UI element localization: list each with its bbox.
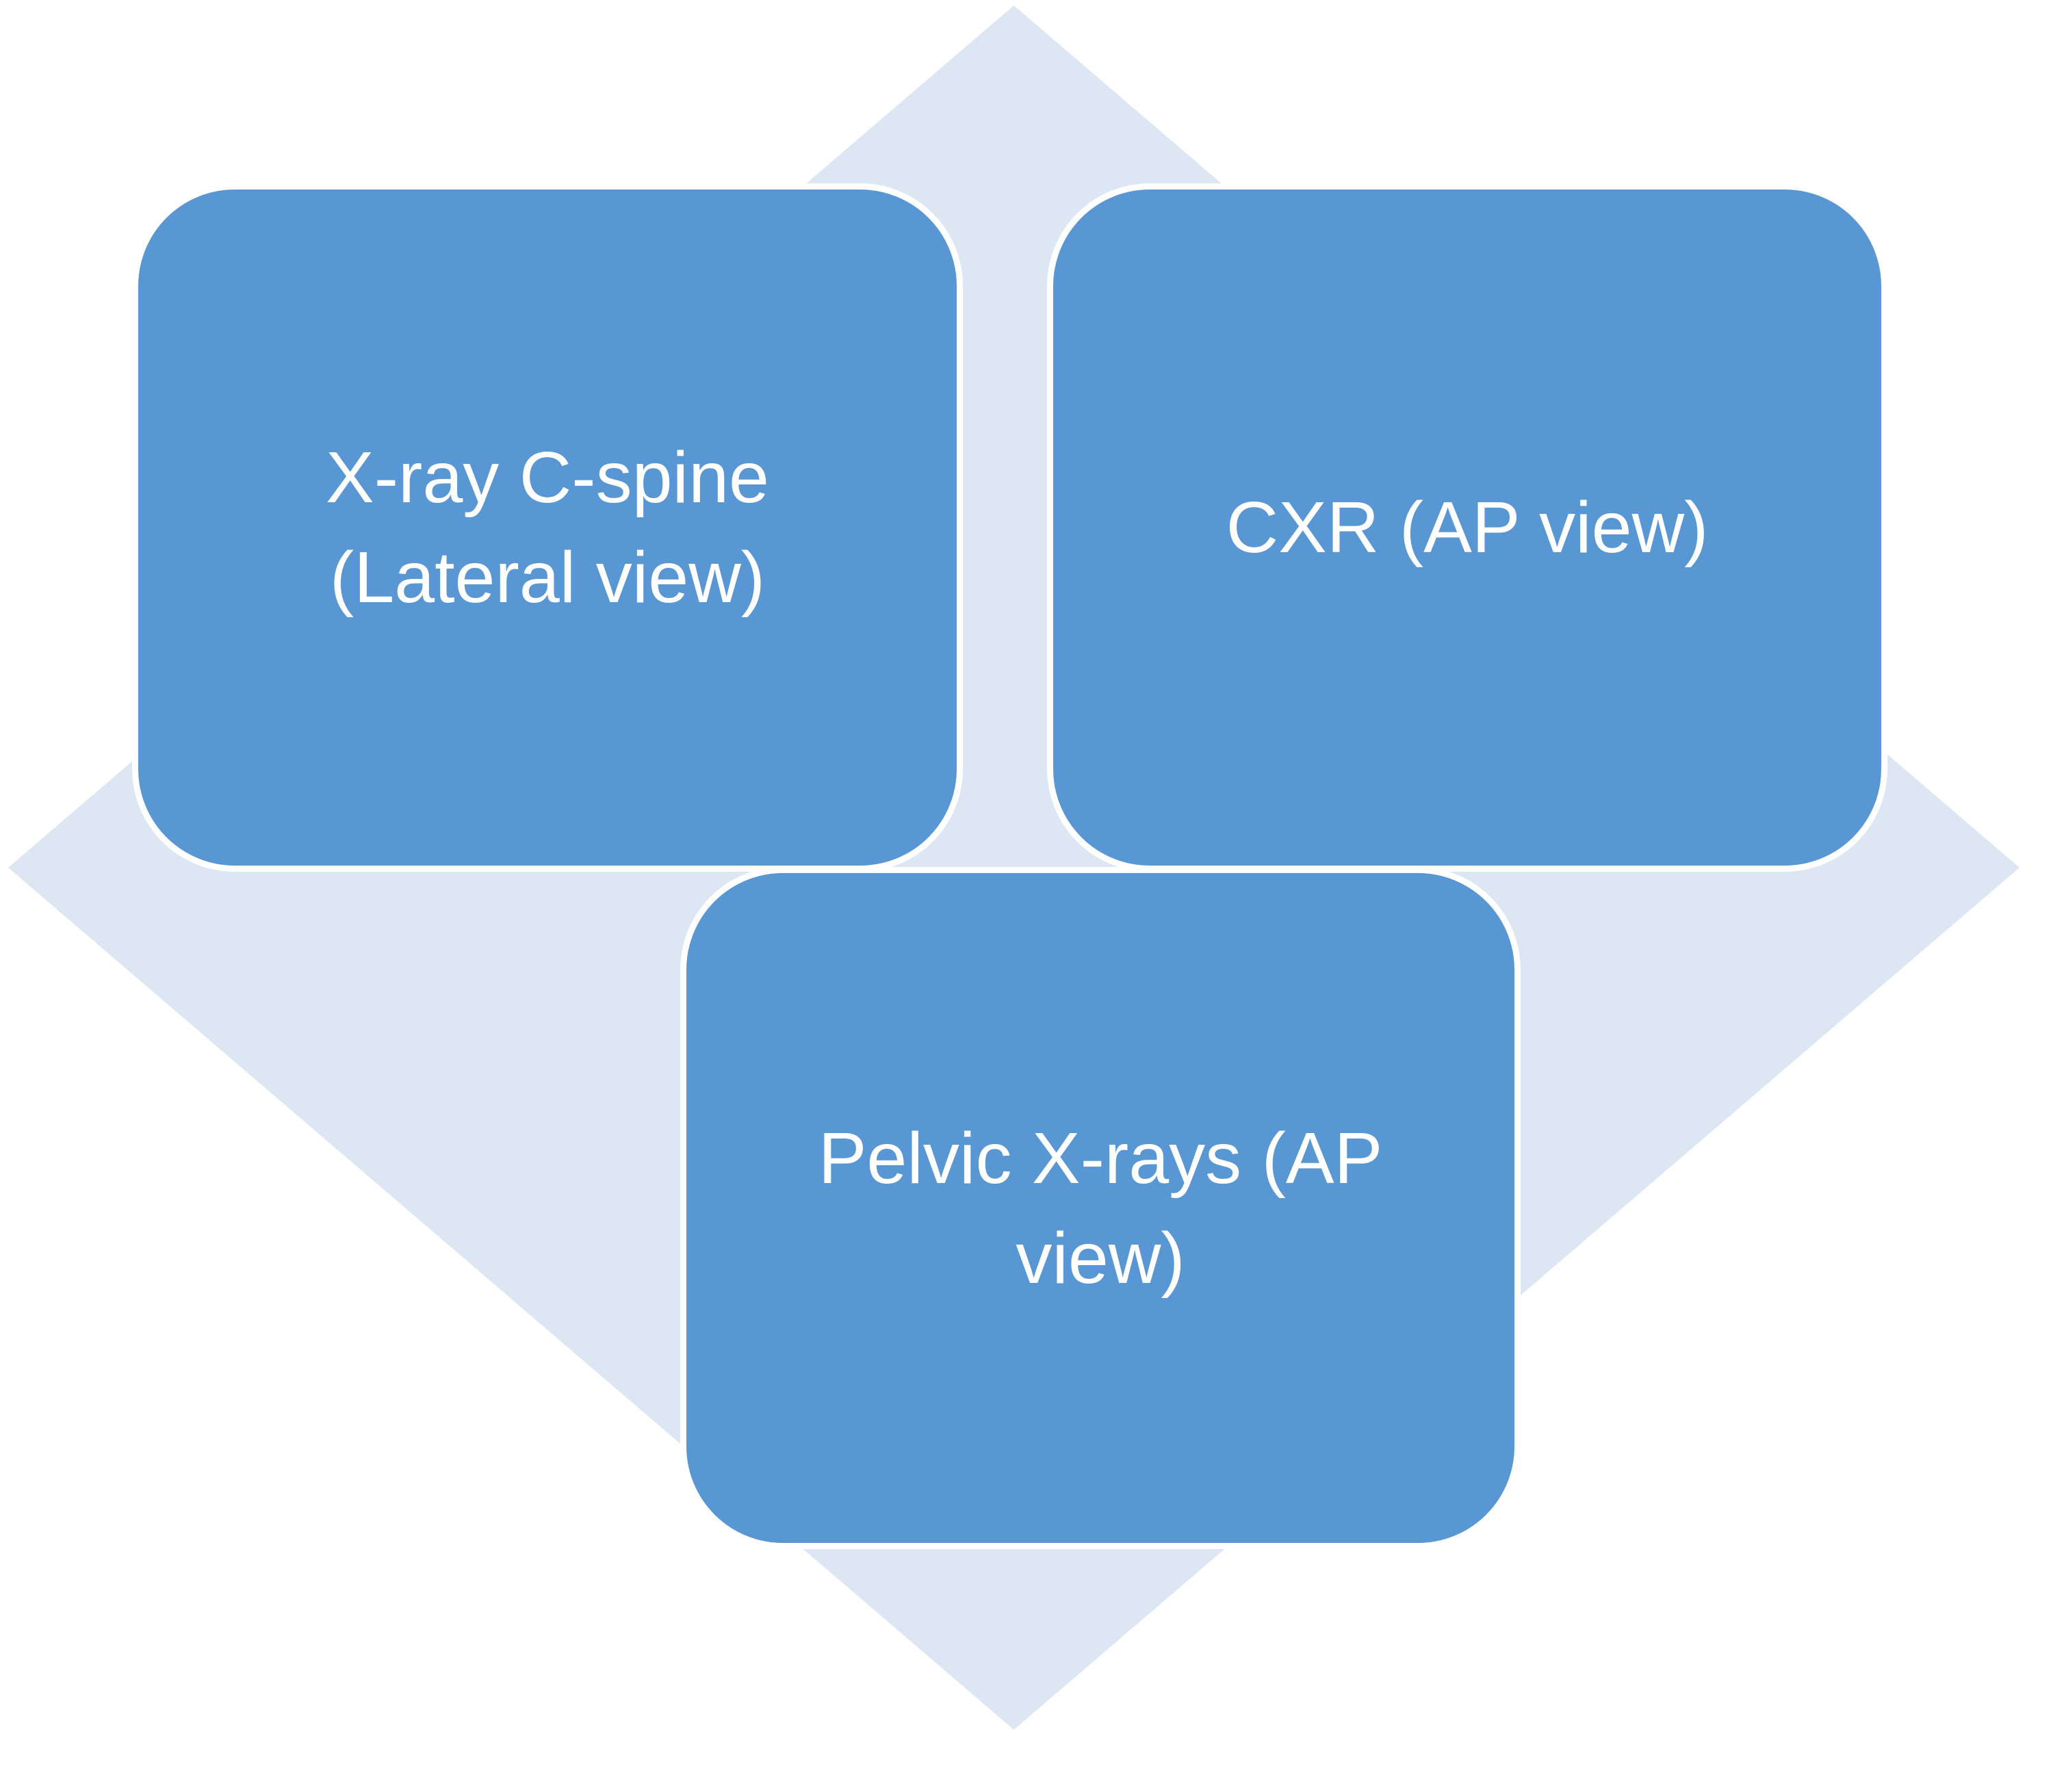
node-label: X-ray C-spine (Lateral view) <box>326 428 769 627</box>
node-xray-c-spine: X-ray C-spine (Lateral view) <box>132 183 963 872</box>
node-label-line: view) <box>1016 1217 1185 1299</box>
node-label-line: CXR (AP view) <box>1226 487 1709 568</box>
node-label: CXR (AP view) <box>1226 478 1709 577</box>
node-cxr-ap-view: CXR (AP view) <box>1047 183 1887 872</box>
node-label-line: (Lateral view) <box>329 537 766 618</box>
node-label-line: X-ray C-spine <box>326 437 769 518</box>
node-label-line: Pelvic X-rays (AP <box>818 1117 1383 1199</box>
node-pelvic-xrays-ap-view: Pelvic X-rays (AP view) <box>680 867 1521 1549</box>
node-label: Pelvic X-rays (AP view) <box>818 1108 1383 1308</box>
